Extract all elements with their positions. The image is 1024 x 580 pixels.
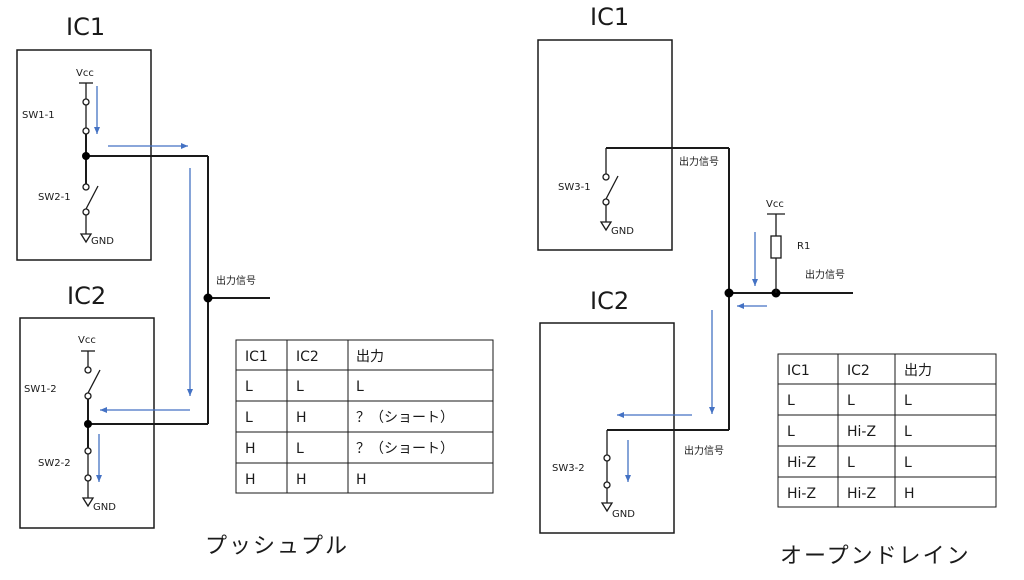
od-td-1-1: Hi-Z (847, 424, 876, 440)
od-ic2-ground-icon (600, 502, 614, 513)
od-sw3-2-contact-bottom (603, 481, 611, 489)
pp-sw2-2-contact-bottom (84, 474, 92, 482)
pp-sw1-1-contact-bottom (82, 127, 90, 135)
od-resistor-label: R1 (797, 241, 810, 252)
pp-sw2-1-blade (85, 185, 99, 210)
pp-sw1-1-label: SW1-1 (22, 110, 55, 121)
pp-sw2-2-label: SW2-2 (38, 458, 71, 469)
od-vcc-label: Vcc (766, 199, 784, 210)
pp-td-3-2: H (356, 472, 367, 488)
od-td-3-1: Hi-Z (847, 486, 876, 502)
od-th-0: IC1 (787, 363, 810, 379)
pp-td-2-2: ？（ショート） (356, 441, 454, 457)
pp-node-ic2 (84, 420, 92, 428)
od-td-0-2: L (904, 393, 912, 409)
pp-th-0: IC1 (245, 349, 268, 365)
od-caption: オープンドレイン (780, 544, 971, 569)
pp-sw2-2-contact-top (84, 447, 92, 455)
pp-td-2-1: L (296, 441, 304, 457)
od-td-2-0: Hi-Z (787, 455, 816, 471)
pp-td-3-1: H (296, 472, 307, 488)
pp-sw2-1-contact-top (82, 183, 90, 191)
pp-sw1-2-label: SW1-2 (24, 384, 57, 395)
od-ic2-box (539, 322, 675, 534)
od-td-1-0: L (787, 424, 795, 440)
pp-ic1-label: IC1 (66, 13, 105, 41)
pp-td-0-2: L (356, 379, 364, 395)
pp-sw1-2-contact-top (84, 366, 92, 374)
pp-th-2: 出力 (356, 349, 384, 365)
od-ic2-output-label: 出力信号 (684, 444, 724, 457)
od-td-1-2: L (904, 424, 912, 440)
pp-ic2-vcc-label: Vcc (78, 335, 96, 346)
pp-truth-table: IC1 IC2 出力 L L L L H ？（ショート） H L ？（ショート）… (235, 339, 494, 494)
pp-sw2-1-label: SW2-1 (38, 192, 71, 203)
od-truth-table: IC1 IC2 出力 L L L L Hi-Z L Hi-Z L L Hi-Z … (777, 353, 997, 508)
od-ic1-output-label: 出力信号 (679, 155, 719, 168)
od-node-bus (724, 288, 734, 298)
od-td-3-0: Hi-Z (787, 486, 816, 502)
od-sw3-1-contact-top (602, 173, 610, 181)
od-th-2: 出力 (904, 363, 932, 379)
od-td-2-1: L (847, 455, 855, 471)
od-ic1-box (537, 39, 673, 251)
od-sw3-2-label: SW3-2 (552, 463, 585, 474)
pp-td-3-0: H (245, 472, 256, 488)
od-ic2-gnd-label: GND (612, 509, 635, 520)
pp-ic2-label: IC2 (67, 282, 106, 310)
od-sw3-1-blade (605, 175, 619, 200)
od-td-2-2: L (904, 455, 912, 471)
pp-sw2-1-contact-bottom (82, 208, 90, 216)
od-output-label: 出力信号 (805, 268, 845, 281)
od-sw3-2-contact-top (603, 454, 611, 462)
pp-th-1: IC2 (296, 349, 319, 365)
pp-ic1-gnd-label: GND (91, 236, 114, 247)
pp-td-1-2: ？（ショート） (356, 410, 454, 426)
push-pull-section: IC1 Vcc SW1-1 SW2-1 GND IC2 Vcc SW1-2 SW (16, 13, 494, 559)
pp-td-1-0: L (245, 410, 253, 426)
od-th-1: IC2 (847, 363, 870, 379)
od-sw3-1-label: SW3-1 (558, 182, 591, 193)
od-td-3-2: H (904, 486, 915, 502)
pp-node-ic1 (82, 152, 90, 160)
od-ic2-label: IC2 (590, 287, 629, 315)
pp-td-2-0: H (245, 441, 256, 457)
od-ic1-gnd-label: GND (611, 226, 634, 237)
pp-ic1-ground-icon (79, 233, 93, 244)
pp-output-label: 出力信号 (216, 274, 256, 287)
pp-td-1-1: H (296, 410, 307, 426)
od-td-0-0: L (787, 393, 795, 409)
pp-ic2-ground-icon (81, 497, 95, 508)
open-drain-section: IC1 SW3-1 GND IC2 SW3-2 GND 出力信号 出力信号 出力… (537, 3, 997, 569)
od-ic1-label: IC1 (590, 3, 629, 31)
pp-ic2-gnd-label: GND (93, 502, 116, 513)
pp-td-0-0: L (245, 379, 253, 395)
pp-node-output (203, 293, 213, 303)
od-resistor-r1 (770, 235, 782, 259)
pp-sw1-1-contact-top (82, 98, 90, 106)
od-td-0-1: L (847, 393, 855, 409)
pp-sw1-2-contact-bottom (84, 392, 92, 400)
pp-sw1-2-blade (87, 369, 101, 394)
od-ic1-ground-icon (599, 221, 613, 232)
od-sw3-1-contact-bottom (602, 198, 610, 206)
pp-ic1-vcc-label: Vcc (76, 68, 94, 79)
pp-caption: プッシュプル (205, 534, 349, 559)
pp-td-0-1: L (296, 379, 304, 395)
